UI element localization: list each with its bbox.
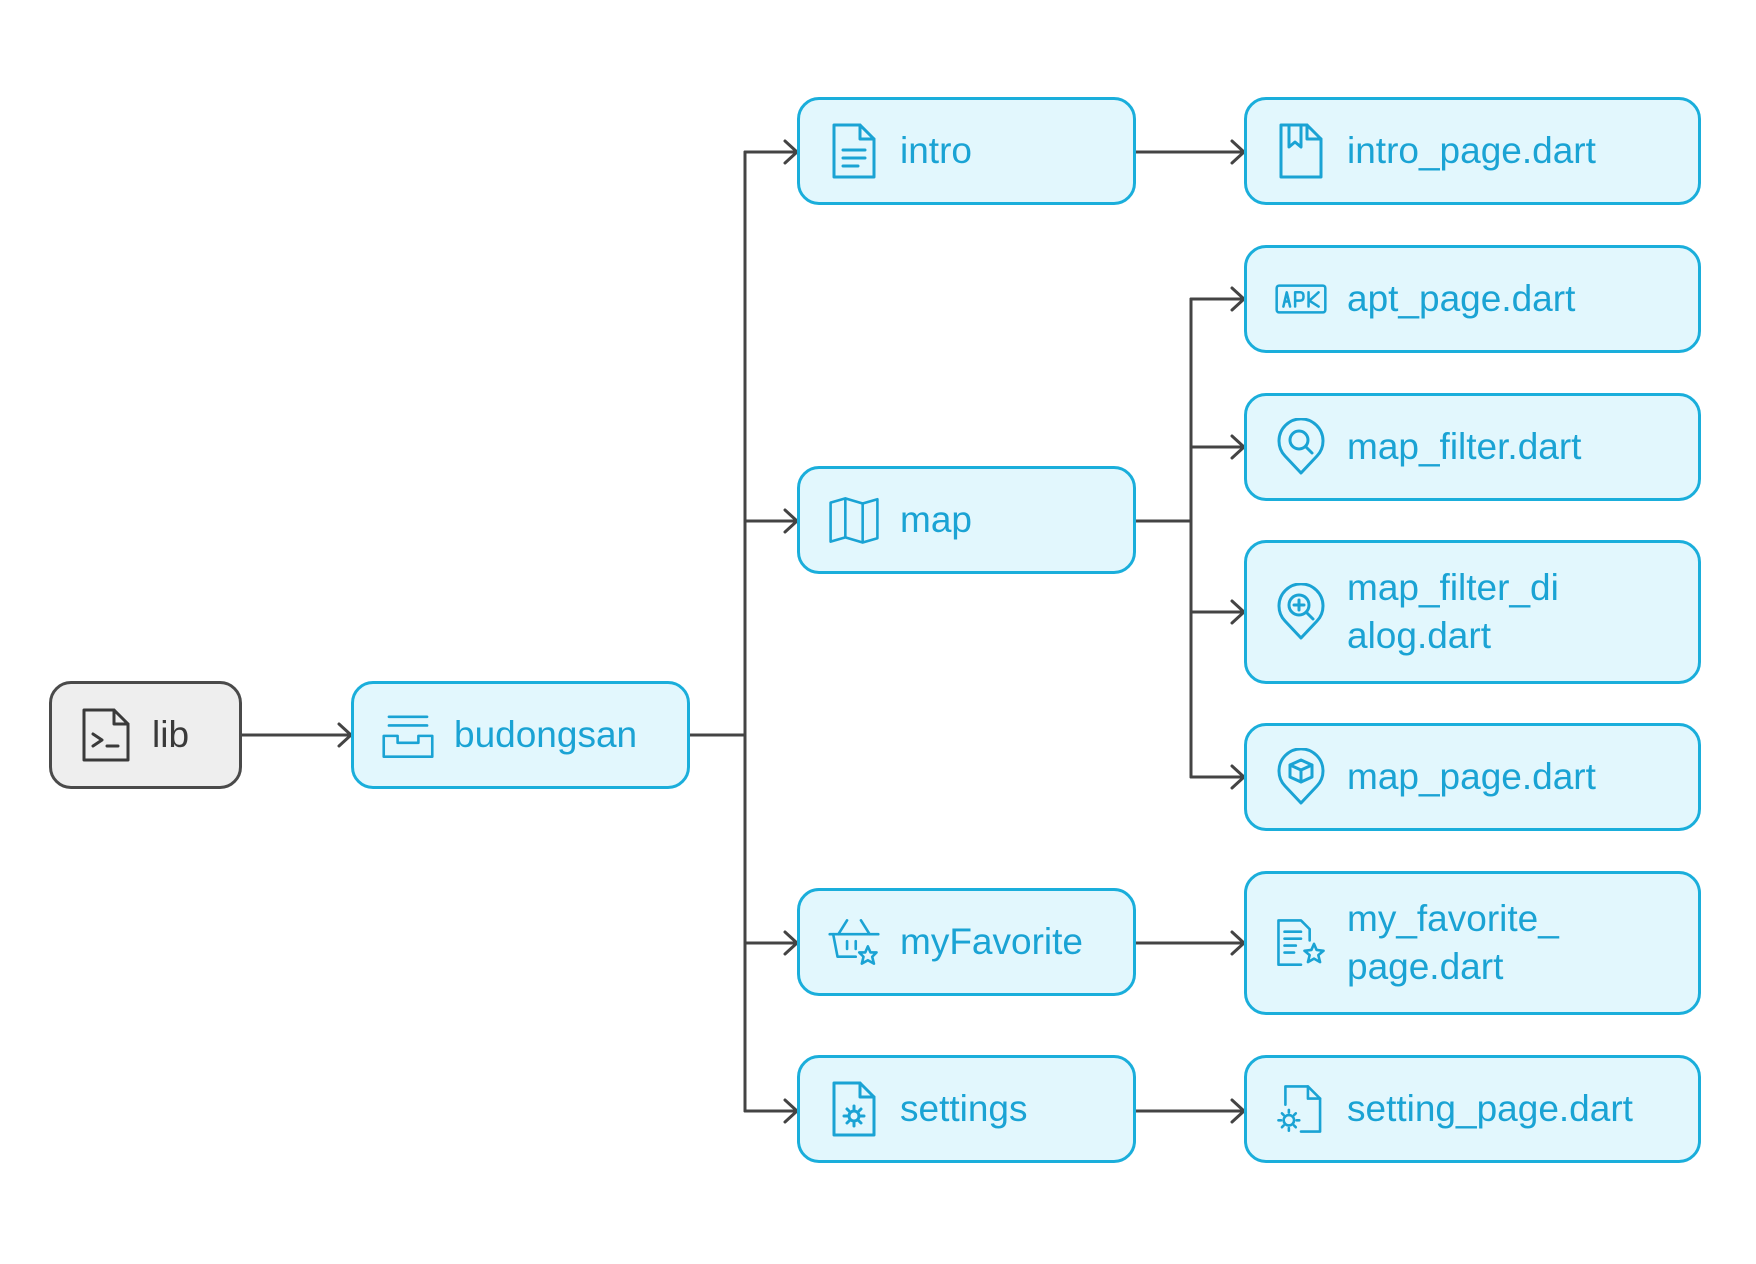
node-intro-page-dart: intro_page.dart — [1244, 97, 1701, 205]
pin-search-icon — [1275, 418, 1327, 476]
file-sun-icon — [1275, 1080, 1327, 1138]
node-intro: intro — [797, 97, 1136, 205]
node-map-page-dart: map_page.dart — [1244, 723, 1701, 831]
pin-zoom-plus-icon — [1275, 583, 1327, 641]
node-myfavorite: myFavorite — [797, 888, 1136, 996]
node-label: settings — [900, 1088, 1028, 1129]
inbox-tray-icon — [382, 706, 434, 764]
node-my-favorite-page-dart: my_favorite_ page.dart — [1244, 871, 1701, 1015]
node-label: intro — [900, 130, 972, 171]
document-lines-icon — [828, 122, 880, 180]
apk-badge-icon — [1275, 270, 1327, 328]
node-lib: lib — [49, 681, 242, 789]
node-map-filter-dialog-dart: map_filter_di alog.dart — [1244, 540, 1701, 684]
node-label: myFavorite — [900, 921, 1083, 962]
list-star-icon — [1275, 914, 1327, 972]
node-label: lib — [152, 714, 190, 755]
node-setting-page-dart: setting_page.dart — [1244, 1055, 1701, 1163]
node-settings: settings — [797, 1055, 1136, 1163]
node-label: map_filter.dart — [1347, 426, 1582, 467]
basket-star-icon — [828, 913, 880, 971]
node-budongsan: budongsan — [351, 681, 690, 789]
folded-map-icon — [828, 491, 880, 549]
node-label: my_favorite_ page.dart — [1347, 898, 1559, 987]
bookmark-file-icon — [1275, 122, 1327, 180]
node-apt-page-dart: apt_page.dart — [1244, 245, 1701, 353]
terminal-file-icon — [80, 706, 132, 764]
node-label: budongsan — [454, 714, 638, 755]
connector-budongsan-trunk — [687, 150, 747, 1113]
node-label: map — [900, 499, 972, 540]
node-label: map_page.dart — [1347, 756, 1596, 797]
pin-box-icon — [1275, 748, 1327, 806]
node-label: intro_page.dart — [1347, 130, 1596, 171]
connector-map-trunk — [1133, 297, 1193, 779]
node-label: setting_page.dart — [1347, 1088, 1633, 1129]
node-label: apt_page.dart — [1347, 278, 1576, 319]
node-label: map_filter_di alog.dart — [1347, 567, 1559, 656]
node-map: map — [797, 466, 1136, 574]
file-gear-icon — [828, 1080, 880, 1138]
node-map-filter-dart: map_filter.dart — [1244, 393, 1701, 501]
